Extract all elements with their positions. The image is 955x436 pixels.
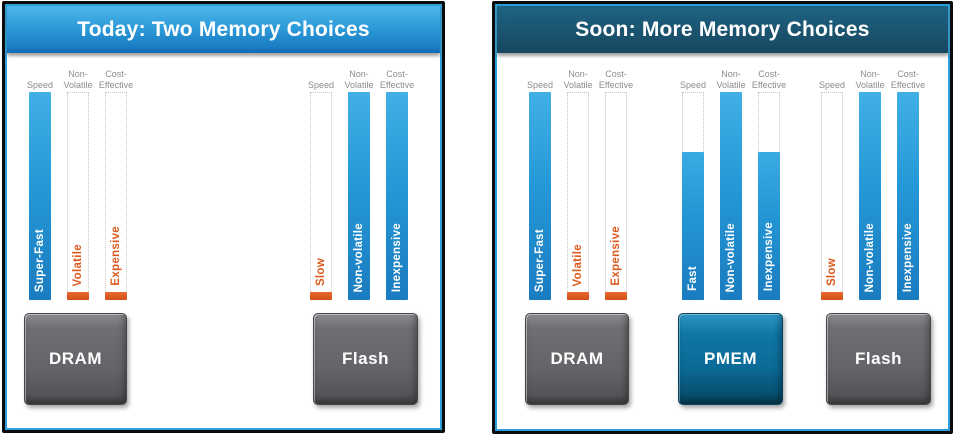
partial-fill xyxy=(682,151,704,300)
speed-bar-empty: Slow xyxy=(821,92,843,300)
low-level-stub xyxy=(567,292,589,300)
bar-value-label: Expensive xyxy=(106,226,126,286)
bar-value-label: Slow xyxy=(822,258,842,286)
cost-effective-column: Cost- Effective Inexpensive xyxy=(378,66,416,300)
cost-effective-bar-partial: Inexpensive xyxy=(758,92,780,300)
cost-effective-header-label: Cost- Effective xyxy=(379,69,415,90)
partial-fill xyxy=(758,151,780,300)
speed-column: Speed Super-Fast xyxy=(521,66,559,300)
cost-effective-bar-full: Inexpensive xyxy=(386,92,408,300)
non-volatile-header-label: Non- Volatile xyxy=(716,69,746,90)
speed-column: Speed Slow xyxy=(302,66,340,300)
bar-value-label: Slow xyxy=(311,258,331,286)
bar-value-label: Inexpensive xyxy=(759,222,779,291)
bar-value-label: Expensive xyxy=(606,226,626,286)
cost-effective-bar-full: Inexpensive xyxy=(897,92,919,300)
bar-value-label: Super-Fast xyxy=(29,229,51,292)
speed-column: Speed Super-Fast xyxy=(21,66,59,300)
dram-box: DRAM xyxy=(24,313,127,405)
low-level-stub xyxy=(605,292,627,300)
cost-effective-column: Cost- Effective Inexpensive xyxy=(889,66,927,300)
non-volatile-column: Non- Volatile Volatile xyxy=(59,66,97,300)
speed-bar-full: Super-Fast xyxy=(29,92,51,300)
cost-effective-header-label: Cost- Effective xyxy=(751,69,787,90)
low-level-stub xyxy=(821,292,843,300)
speed-header-label: Speed xyxy=(307,79,335,90)
bar-value-label: Super-Fast xyxy=(529,229,551,292)
bar-value-label: Non-volatile xyxy=(348,223,370,292)
non-volatile-column: Non- Volatile Non-volatile xyxy=(712,66,750,300)
cost-effective-column: Cost- Effective Expensive xyxy=(97,66,135,300)
panel-today-title: Today: Two Memory Choices xyxy=(7,6,440,53)
speed-header-label: Speed xyxy=(26,79,54,90)
expensive-label: Expensive xyxy=(110,226,122,286)
panel-today: Today: Two Memory Choices Speed Super-Fa… xyxy=(2,1,445,433)
non-volatile-label: Non-volatile xyxy=(864,222,876,292)
slow-label: Slow xyxy=(315,257,327,286)
speed-header-label: Speed xyxy=(818,79,846,90)
panel-soon: Soon: More Memory Choices Speed Super-Fa… xyxy=(492,1,953,434)
volatile-label: Volatile xyxy=(572,243,584,286)
pmem-bar-group: Speed Fast Non- Volatile Non-volatile Co… xyxy=(674,66,788,300)
non-volatile-bar-full: Non-volatile xyxy=(348,92,370,300)
non-volatile-label: Non-volatile xyxy=(353,222,365,292)
non-volatile-bar-full: Non-volatile xyxy=(720,92,742,300)
bar-value-label: Fast xyxy=(683,266,703,291)
speed-bar-partial: Fast xyxy=(682,92,704,300)
bar-value-label: Volatile xyxy=(568,244,588,286)
speed-bar-full: Super-Fast xyxy=(529,92,551,300)
speed-bar-empty: Slow xyxy=(310,92,332,300)
cost-effective-column: Cost- Effective Expensive xyxy=(597,66,635,300)
cost-effective-header-label: Cost- Effective xyxy=(598,69,634,90)
inexpensive-label: Inexpensive xyxy=(391,222,403,292)
non-volatile-label: Non-volatile xyxy=(725,222,737,292)
expensive-label: Expensive xyxy=(610,226,622,286)
dram-bar-group: Speed Super-Fast Non- Volatile Volatile … xyxy=(521,66,635,300)
flash-bar-group: Speed Slow Non- Volatile Non-volatile Co… xyxy=(302,66,416,300)
bar-value-label: Inexpensive xyxy=(386,223,408,292)
dram-box: DRAM xyxy=(525,313,629,405)
pmem-box: PMEM xyxy=(678,313,783,405)
low-level-stub xyxy=(310,292,332,300)
non-volatile-column: Non- Volatile Volatile xyxy=(559,66,597,300)
slow-label: Slow xyxy=(826,257,838,286)
speed-column: Speed Fast xyxy=(674,66,712,300)
speed-column: Speed Slow xyxy=(813,66,851,300)
panel-soon-title: Soon: More Memory Choices xyxy=(497,6,948,53)
non-volatile-header-label: Non- Volatile xyxy=(855,69,885,90)
volatile-label: Volatile xyxy=(72,243,84,286)
low-level-stub xyxy=(67,292,89,300)
inexpensive-label: Inexpensive xyxy=(763,221,775,291)
bar-value-label: Non-volatile xyxy=(720,223,742,292)
flash-box: Flash xyxy=(313,313,418,405)
cost-effective-header-label: Cost- Effective xyxy=(890,69,926,90)
speed-header-label: Speed xyxy=(679,79,707,90)
non-volatile-column: Non- Volatile Non-volatile xyxy=(340,66,378,300)
super-fast-label: Super-Fast xyxy=(34,228,46,292)
non-volatile-bar-empty: Volatile xyxy=(67,92,89,300)
bar-value-label: Inexpensive xyxy=(897,223,919,292)
non-volatile-header-label: Non- Volatile xyxy=(344,69,374,90)
cost-effective-bar-empty: Expensive xyxy=(105,92,127,300)
low-level-stub xyxy=(105,292,127,300)
cost-effective-bar-empty: Expensive xyxy=(605,92,627,300)
super-fast-label: Super-Fast xyxy=(534,228,546,292)
flash-box: Flash xyxy=(826,313,931,405)
non-volatile-column: Non- Volatile Non-volatile xyxy=(851,66,889,300)
fast-label: Fast xyxy=(687,266,699,291)
non-volatile-bar-full: Non-volatile xyxy=(859,92,881,300)
non-volatile-header-label: Non- Volatile xyxy=(63,69,93,90)
cost-effective-header-label: Cost- Effective xyxy=(98,69,134,90)
non-volatile-header-label: Non- Volatile xyxy=(563,69,593,90)
bar-value-label: Non-volatile xyxy=(859,223,881,292)
inexpensive-label: Inexpensive xyxy=(902,222,914,292)
flash-bar-group: Speed Slow Non- Volatile Non-volatile Co… xyxy=(813,66,927,300)
non-volatile-bar-empty: Volatile xyxy=(567,92,589,300)
cost-effective-column: Cost- Effective Inexpensive xyxy=(750,66,788,300)
speed-header-label: Speed xyxy=(526,79,554,90)
bar-value-label: Volatile xyxy=(68,244,88,286)
dram-bar-group: Speed Super-Fast Non- Volatile Volatile … xyxy=(21,66,135,300)
